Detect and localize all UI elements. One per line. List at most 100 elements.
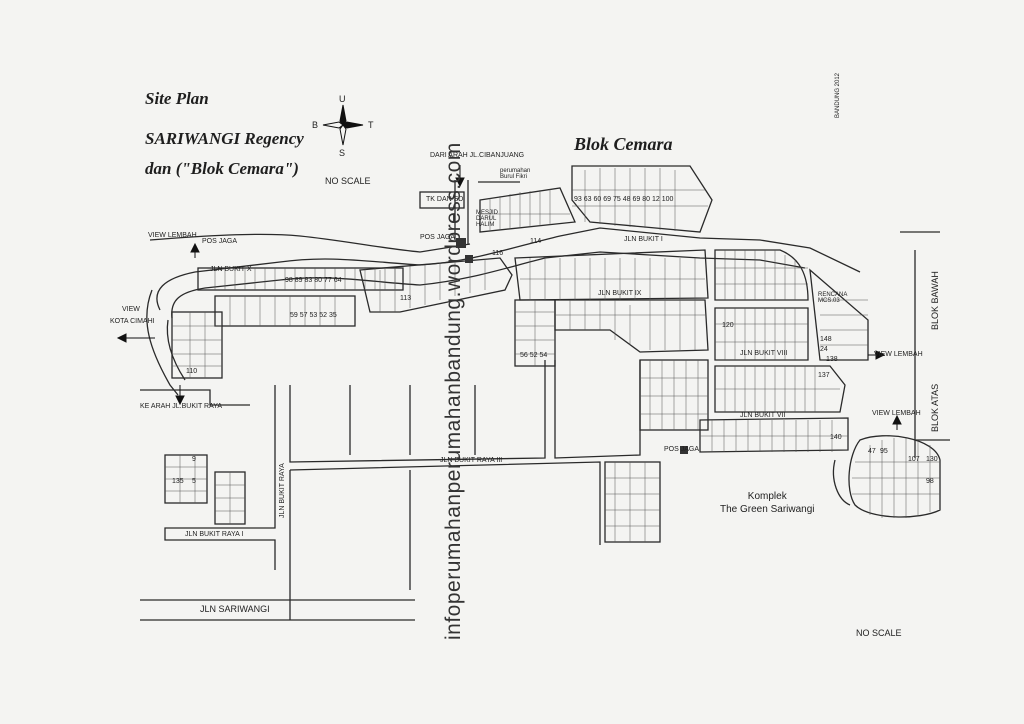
lot-number: 100 — [661, 196, 674, 203]
label-dari-arah: DARI ARAH JL.CIBANJUANG — [430, 152, 525, 159]
lot-number-5: 5 — [192, 478, 196, 485]
lot-block-far-east — [809, 268, 869, 361]
lot-block-bukit-x-north — [197, 267, 404, 291]
tk-dan-sd-building — [419, 191, 465, 209]
lot-block-middle — [359, 257, 513, 313]
lot-number: 12 — [652, 196, 660, 203]
lot-block-east-4 — [699, 417, 849, 453]
label-kota-cimahi: KOTA CIMAHI — [110, 318, 155, 325]
label-blok-atas: BLOK ATAS — [930, 383, 940, 432]
block-west-outer — [146, 289, 179, 396]
compass-west: B — [312, 120, 319, 130]
lot-number-140: 140 — [830, 434, 842, 441]
komplek-line-2: The Green Sariwangi — [720, 504, 815, 515]
lot-block-green-sariwangi — [604, 461, 661, 543]
compass-north: U — [339, 94, 346, 104]
lot-number-120: 120 — [722, 322, 734, 329]
lot-block-west — [171, 311, 223, 379]
komplek-label: Komplek The Green Sariwangi — [720, 490, 815, 516]
lot-numbers-lower-row: 59 57 53 52 35 — [290, 312, 337, 319]
street-grid-lower — [140, 389, 250, 406]
komplek-line-1: Komplek — [747, 491, 787, 502]
lot-number: 54 — [539, 352, 548, 359]
label-rencana: RENCANA MCS.03 — [818, 292, 848, 304]
lot-number: 80 — [314, 277, 323, 284]
lot-numbers-cemara: 93 63 60 69 75 48 69 80 12 100 — [574, 196, 673, 203]
label-jln-bukit-raya-iii: JLN BUKIT RAYA III — [440, 457, 503, 464]
label-tk-dan-sd: TK DAN SD — [426, 196, 464, 203]
label-jln-bukit-vii: JLN BUKIT VII — [740, 412, 786, 419]
compass-rose — [322, 104, 364, 146]
lot-subdivisions — [165, 168, 940, 542]
date-stamp: BANDUNG 2012 — [835, 72, 841, 118]
label-view: VIEW — [122, 306, 140, 313]
lot-number: 53 — [309, 312, 318, 319]
lot-number: 80 — [642, 196, 651, 203]
lot-number-114: 114 — [530, 238, 542, 245]
compass-south: S — [339, 148, 346, 158]
lot-block-east-3 — [714, 365, 846, 413]
lot-number: 69 — [603, 196, 612, 203]
lot-number: 63 — [583, 196, 592, 203]
lot-number-135: 135 — [172, 478, 184, 485]
lot-number: 93 — [574, 196, 582, 203]
label-view-lembah-right2: VIEW LEMBAH — [872, 410, 921, 417]
label-perumahan: perumahan Burul Fikri — [500, 168, 531, 180]
lot-number: 57 — [299, 312, 308, 319]
road-outline-north — [156, 227, 861, 311]
title-line-2: SARIWANGI Regency — [145, 129, 304, 148]
lot-block-east-2 — [714, 307, 809, 361]
lot-number: 52 — [529, 352, 538, 359]
lot-number: 77 — [324, 277, 332, 284]
label-masjid: MESJID DARUL HALIM — [476, 210, 499, 228]
blok-cemara-title: Blok Cemara — [574, 134, 673, 154]
lot-number-116: 116 — [492, 250, 504, 257]
lot-number: 52 — [319, 312, 328, 319]
lot-number: 59 — [290, 312, 298, 319]
lot-number-148: 148 — [820, 336, 832, 343]
lot-number: 64 — [333, 277, 342, 284]
label-jln-bukit-raya: JLN BUKIT RAYA — [279, 463, 286, 518]
label-jln-bukit-i: JLN BUKIT I — [624, 236, 663, 243]
title-line-1: Site Plan — [145, 89, 209, 108]
lot-block-east-1 — [714, 249, 809, 301]
lot-number: 83 — [304, 277, 313, 284]
road-outline-south — [171, 251, 806, 319]
label-view-lembah-top: VIEW LEMBAH — [148, 232, 197, 239]
lot-number: 69 — [632, 196, 641, 203]
label-jln-bukit-raya-i: JLN BUKIT RAYA I — [185, 531, 244, 538]
lot-block-cemara — [571, 165, 713, 233]
lot-number-138: 138 — [826, 356, 838, 363]
lot-number-130: 130 — [926, 456, 938, 463]
lot-number-95: 95 — [880, 448, 888, 455]
lot-number-110: 110 — [186, 368, 198, 375]
lot-number-24: 24 — [820, 346, 828, 353]
label-jln-bukit-ix: JLN BUKIT IX — [598, 290, 642, 297]
lot-number-9: 9 — [192, 456, 196, 463]
scale-note-top: NO SCALE — [325, 176, 371, 186]
compass-east: T — [368, 120, 374, 130]
block-west-inner — [166, 319, 186, 381]
label-blok-bawah: BLOK BAWAH — [930, 271, 940, 330]
label-pos-jaga-1: POS JAGA — [202, 238, 238, 245]
label-pos-jaga-3: POS JAGA — [664, 446, 700, 453]
watermark-url: infoperumahanperumahanbandung.wordpress.… — [442, 142, 465, 640]
label-jln-sariwangi: JLN SARIWANGI — [200, 604, 270, 614]
boundary-north — [149, 233, 471, 253]
lot-number: 98 — [285, 277, 293, 284]
lot-number-113: 113 — [400, 295, 412, 302]
label-ke-arah: KE ARAH JL.BUKIT RAYA — [140, 403, 223, 410]
lot-number-98: 98 — [926, 478, 934, 485]
label-jln-bukit-viii: JLN BUKIT VIII — [740, 350, 788, 357]
lot-block-bukit-x-south — [214, 295, 356, 327]
title-line-3: dan ("Blok Cemara") — [145, 159, 299, 178]
lot-numbers-center: 56 52 54 — [520, 352, 547, 359]
lot-number: 56 — [520, 352, 528, 359]
label-view-lembah-right: VIEW LEMBAH — [874, 351, 923, 358]
label-pos-jaga-2: POS JAGA — [420, 234, 456, 241]
lot-number: 48 — [622, 196, 631, 203]
lot-number-47: 47 — [868, 448, 876, 455]
scale-note-bottom: NO SCALE — [856, 628, 902, 638]
